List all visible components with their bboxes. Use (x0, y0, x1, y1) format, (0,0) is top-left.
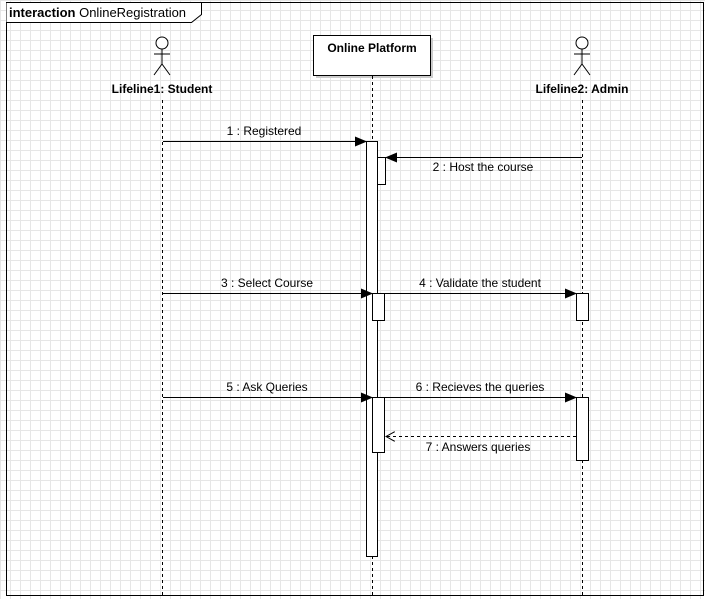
message-1-label: 1 : Registered (227, 124, 302, 138)
platform-activation-host (377, 157, 386, 185)
message-7-label: 7 : Answers queries (426, 440, 531, 454)
frame-title: interaction OnlineRegistration (9, 5, 186, 20)
admin-activation-queries (576, 397, 589, 461)
message-6-label: 6 : Recieves the queries (416, 380, 545, 394)
message-4-label: 4 : Validate the student (419, 276, 542, 290)
admin-actor-icon (575, 36, 589, 50)
platform-activation-select (372, 293, 385, 321)
platform-object-label: Online Platform (327, 41, 416, 55)
platform-activation-queries (372, 397, 385, 453)
platform-object-box[interactable] (313, 35, 431, 76)
frame-title-tab (6, 2, 202, 23)
message-2-label: 2 : Host the course (433, 160, 534, 174)
student-lifeline-label: Lifeline1: Student (112, 82, 213, 96)
platform-activation-main (366, 141, 378, 557)
admin-actor[interactable] (573, 36, 591, 76)
message-3-label: 3 : Select Course (221, 276, 313, 290)
message-5-label: 5 : Ask Queries (226, 380, 307, 394)
student-actor-icon (155, 36, 169, 50)
student-actor[interactable] (153, 36, 171, 76)
admin-lifeline-label: Lifeline2: Admin (536, 82, 629, 96)
interaction-frame (6, 2, 704, 596)
admin-activation-validate (576, 293, 589, 321)
